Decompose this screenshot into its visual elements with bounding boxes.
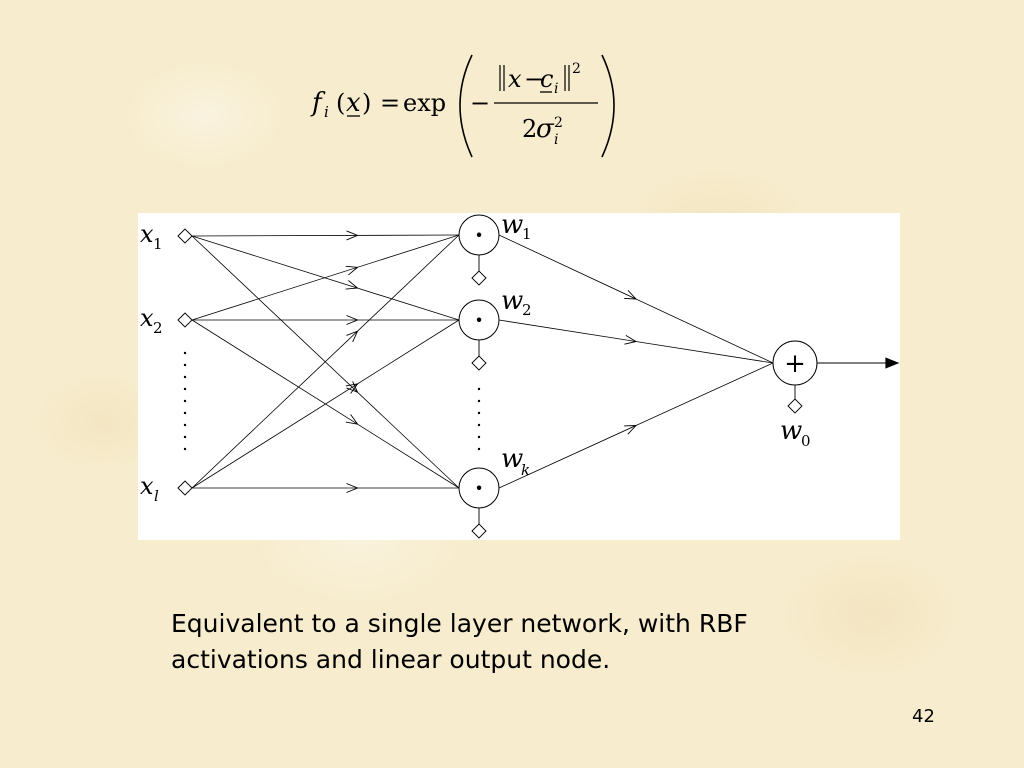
input-x2-node bbox=[177, 312, 193, 328]
input-xl-subscript: l bbox=[154, 487, 159, 505]
edge-x2-h1-arrowhead bbox=[345, 265, 359, 276]
page-number: 42 bbox=[912, 706, 935, 727]
network-edges bbox=[191, 230, 774, 493]
formula-f-subscript: i bbox=[324, 103, 329, 121]
input-x1-label: x bbox=[140, 220, 154, 248]
edge-x1-h1 bbox=[191, 234, 460, 237]
input-x1-node bbox=[177, 228, 193, 244]
hidden-bias-stubs bbox=[471, 255, 487, 539]
formula-num-c-subscript: i bbox=[554, 81, 558, 97]
formula-close-paren: ) bbox=[362, 89, 371, 117]
edge-x1-h1-arrowhead bbox=[346, 230, 359, 241]
edge-xl-h1-arrowhead bbox=[346, 330, 359, 343]
formula-den-coef: 2 bbox=[522, 115, 537, 143]
hidden-node-k: · bbox=[458, 467, 500, 509]
hidden-node-1: · bbox=[458, 214, 500, 256]
weight-w1-subscript: 1 bbox=[522, 225, 532, 243]
bias-w0-label: w bbox=[780, 416, 802, 446]
formula-equals: = bbox=[380, 89, 400, 117]
edge-x2-hk-arrowhead bbox=[345, 414, 359, 425]
formula-big-right-paren bbox=[601, 54, 615, 158]
edge-x1-h2-arrowhead bbox=[345, 280, 359, 290]
hidden-ellipsis bbox=[477, 387, 481, 451]
network-svg: x 1 x 2 x l · · · bbox=[140, 213, 900, 539]
formula-open-paren: ( bbox=[336, 89, 345, 117]
edge-xl-h1 bbox=[191, 234, 460, 489]
hidden-node-2: · bbox=[458, 299, 500, 341]
input-xl-label: x bbox=[140, 472, 154, 500]
edge-x2-h2-arrowhead bbox=[346, 315, 359, 325]
formula-exp: exp bbox=[403, 89, 446, 117]
input-x2-label: x bbox=[140, 304, 154, 332]
hidden-node-1-symbol: · bbox=[475, 220, 483, 249]
formula-x-arg: x bbox=[346, 88, 361, 118]
edge-xl-h2 bbox=[191, 319, 460, 489]
rbf-formula: f i ( x ) = exp − x − c i 2 2 σ 2 i bbox=[310, 54, 615, 158]
slide-caption: Equivalent to a single layer network, wi… bbox=[171, 609, 748, 674]
input-xl-node bbox=[177, 480, 193, 496]
edge-x2-h1 bbox=[191, 234, 460, 321]
formula-num-minus: − bbox=[524, 65, 544, 93]
input-ellipsis bbox=[183, 351, 187, 451]
output-node: + bbox=[772, 340, 818, 386]
weight-w1-label: w bbox=[501, 213, 523, 240]
rbf-network-diagram: x 1 x 2 x l · · · bbox=[138, 213, 900, 540]
weight-wk-subscript: k bbox=[521, 461, 530, 479]
hidden-node-k-symbol: · bbox=[475, 473, 483, 502]
weight-wk-label: w bbox=[501, 444, 523, 474]
input-x2-subscript: 2 bbox=[153, 319, 163, 337]
edge-xl-hk-arrowhead bbox=[346, 483, 359, 493]
edge-x1-hk-arrowhead bbox=[346, 381, 359, 394]
edge-x1-h2 bbox=[191, 235, 460, 321]
bias-w0-subscript: 0 bbox=[801, 432, 811, 450]
formula-minus: − bbox=[470, 89, 490, 117]
formula-den-sigma: σ bbox=[536, 114, 555, 144]
formula-den-subscript: i bbox=[554, 132, 558, 148]
edge-xl-h2-arrowhead bbox=[345, 383, 359, 394]
input-x1-subscript: 1 bbox=[153, 235, 163, 253]
formula-num-c: c bbox=[540, 65, 553, 93]
edge-hk-output-arrowhead bbox=[624, 425, 638, 435]
weight-w2-subscript: 2 bbox=[522, 301, 532, 319]
formula-num-x: x bbox=[508, 65, 522, 93]
formula-num-power: 2 bbox=[572, 61, 581, 77]
edge-h2-output-arrowhead bbox=[624, 334, 638, 345]
hidden-node-2-symbol: · bbox=[475, 305, 483, 334]
output-node-symbol: + bbox=[784, 349, 806, 379]
output-bias-node bbox=[787, 398, 803, 414]
weight-w2-label: w bbox=[501, 286, 523, 316]
edge-h1-output-arrowhead bbox=[624, 289, 638, 300]
formula-big-left-paren bbox=[459, 54, 473, 158]
formula-den-power: 2 bbox=[554, 115, 563, 131]
